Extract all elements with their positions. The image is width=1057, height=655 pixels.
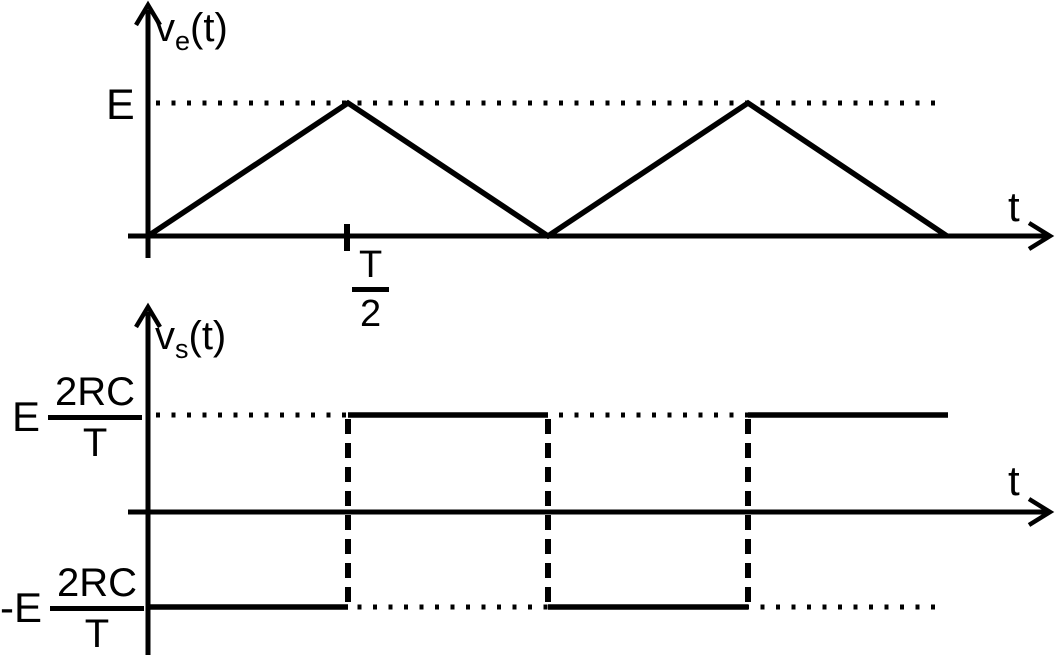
bottom-time-axis-label: t bbox=[1008, 457, 1020, 504]
high-level-denominator: T bbox=[82, 420, 108, 465]
high-level-numerator: 2RC bbox=[55, 370, 136, 414]
tick-numerator: T bbox=[359, 244, 383, 286]
top-signal-base: v bbox=[155, 6, 175, 50]
high-level-fraction: 2RC T bbox=[48, 370, 143, 465]
triangle-waveform bbox=[146, 99, 949, 240]
low-level-numerator: 2RC bbox=[57, 561, 138, 605]
low-level-label: -E 2RC T bbox=[0, 561, 145, 655]
low-level-coefficient: -E bbox=[0, 584, 42, 632]
top-time-axis-label: t bbox=[1008, 183, 1020, 230]
high-level-label: E 2RC T bbox=[12, 370, 143, 465]
fraction-bar bbox=[48, 415, 143, 420]
bottom-plot bbox=[128, 302, 1055, 655]
bottom-signal-label: vs(t) bbox=[155, 314, 227, 363]
high-level-coefficient: E bbox=[12, 393, 41, 441]
bottom-signal-base: v bbox=[155, 314, 175, 358]
top-signal-subscript: e bbox=[175, 26, 191, 56]
low-level-denominator: T bbox=[84, 611, 110, 655]
tick-denominator: 2 bbox=[360, 292, 382, 335]
top-signal-args: (t) bbox=[190, 6, 228, 50]
bottom-signal-subscript: s bbox=[175, 334, 189, 364]
bottom-signal-args: (t) bbox=[188, 314, 227, 358]
bottom-x-axis-arrow-icon bbox=[1027, 497, 1055, 527]
top-y-axis-arrow-icon bbox=[134, 0, 162, 27]
top-plot bbox=[128, 0, 1055, 258]
fraction-bar bbox=[352, 287, 390, 292]
bottom-y-axis-arrow-icon bbox=[134, 302, 162, 329]
fraction-bar bbox=[50, 606, 145, 611]
top-amplitude-label: E bbox=[106, 81, 135, 129]
top-signal-label: ve(t) bbox=[155, 6, 228, 55]
low-level-fraction: 2RC T bbox=[50, 561, 145, 655]
half-period-tick-label: T 2 bbox=[352, 244, 390, 335]
top-x-axis-arrow-icon bbox=[1027, 221, 1055, 251]
